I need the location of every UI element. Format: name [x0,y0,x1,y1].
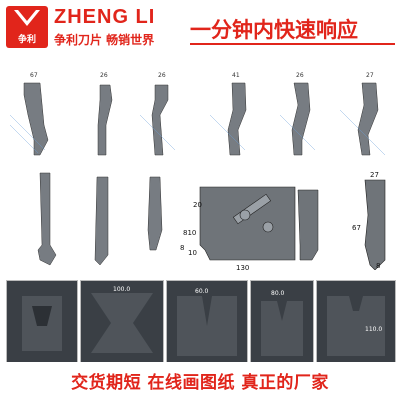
holder-dims: 20 810 8 10 130 [180,201,249,272]
slogan: 一分钟内快速响应 [190,18,358,42]
dim-label: 10 [188,249,197,257]
brand-name: ZHENG LI [54,6,156,28]
technical-drawings: 67 26 26 41 26 27 [0,55,400,272]
blade-profile-1: 67 [23,72,49,156]
blade-profile-5: 26 [291,72,311,156]
footer-tagline: 交货期短 在线画图纸 真正的厂家 [71,373,329,393]
slogan-underline [190,43,395,45]
blade-profile-7 [37,172,57,266]
dim-label: 67 [30,72,38,79]
photo-die-3: 60.0 [166,280,248,364]
dim-label: 8 [376,262,380,270]
photo-die-1 [6,280,78,364]
header: 争利 ZHENG LI 争利刀片 畅销世界 一分钟内快速响应 [0,0,400,55]
product-photos: 100.0 60.0 80.0 110.0 [0,272,400,364]
dim-label: 27 [370,171,379,179]
dim-label: 26 [296,72,304,79]
dim-label: 8 [180,244,184,252]
blade-profile-3: 26 [151,72,169,156]
photo-die-2: 100.0 [80,280,164,364]
blade-profile-4: 41 [227,72,247,156]
dim-label: 100.0 [113,286,130,293]
hatch-lines [9,109,386,156]
photo-die-5: 110.0 [316,280,396,364]
dim-label: 26 [100,72,108,79]
footer: 交货期短 在线画图纸 真正的厂家 [0,362,400,400]
brand-subtitle: 争利刀片 畅销世界 [54,33,155,47]
blade-profile-11 [364,179,386,271]
dim-label: 110.0 [365,326,382,333]
blade-profile-10 [297,189,319,261]
logo-text: 争利 [17,35,36,45]
dim-label: 80.0 [271,290,285,297]
photo-die-4: 80.0 [250,280,314,364]
dim-label: 27 [366,72,374,79]
blade-profile-9 [147,176,163,251]
blade-profile-2: 26 [97,72,113,156]
dim-label: 41 [232,72,240,79]
dim-label: 26 [158,72,166,79]
blade-profile-8 [94,176,109,266]
brand-logo: 争利 [6,6,48,48]
dim-label: 810 [183,229,196,237]
dim-label: 67 [352,224,361,232]
holder-block [199,186,296,261]
dim-label: 130 [236,264,249,270]
blade-profile-6: 27 [357,72,379,156]
dim-label: 20 [193,201,202,209]
profile-11-dims: 27 67 8 [352,171,380,270]
logo-icon [14,10,40,26]
dim-label: 60.0 [195,288,209,295]
